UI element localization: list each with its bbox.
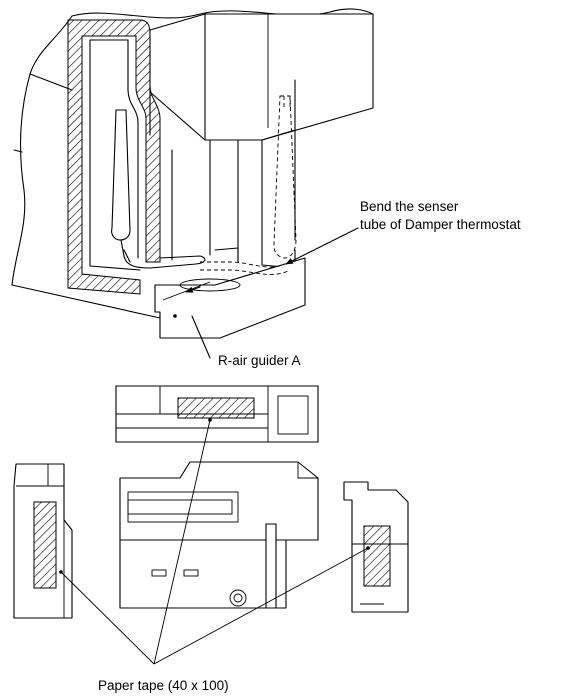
sensor-tube: [111, 109, 131, 241]
paper-tape-label: Paper tape (40 x 100): [98, 678, 229, 693]
paper-tape-left: [33, 501, 57, 589]
bent-sensor-tube-dashed: [200, 261, 285, 268]
bend-leader-line: [285, 227, 359, 265]
r-air-guider-label: R-air guider A: [218, 353, 301, 368]
bend-instruction-line2: tube of Damper thermostat: [360, 217, 521, 232]
upper-cabinet-box: [204, 13, 374, 141]
dashed-sensor-bulb: [273, 95, 297, 259]
tape-placement-views: [13, 385, 409, 665]
broken-edge-left: [11, 15, 73, 286]
broken-edge-top: [71, 8, 374, 19]
top-view-part: [115, 385, 319, 443]
paper-tape-right: [363, 525, 391, 587]
right-side-part: [343, 481, 409, 613]
refrigerator-assembly-view: [11, 8, 374, 359]
hatched-insulation-channel: [67, 19, 161, 295]
front-center-part: [119, 461, 319, 609]
guider-leader-line: [191, 315, 211, 359]
paper-tape-top: [177, 397, 255, 419]
paper-tape-pointer-lines: [59, 418, 370, 665]
bend-instruction-line1: Bend the senser: [360, 199, 459, 214]
left-side-part: [13, 463, 73, 619]
